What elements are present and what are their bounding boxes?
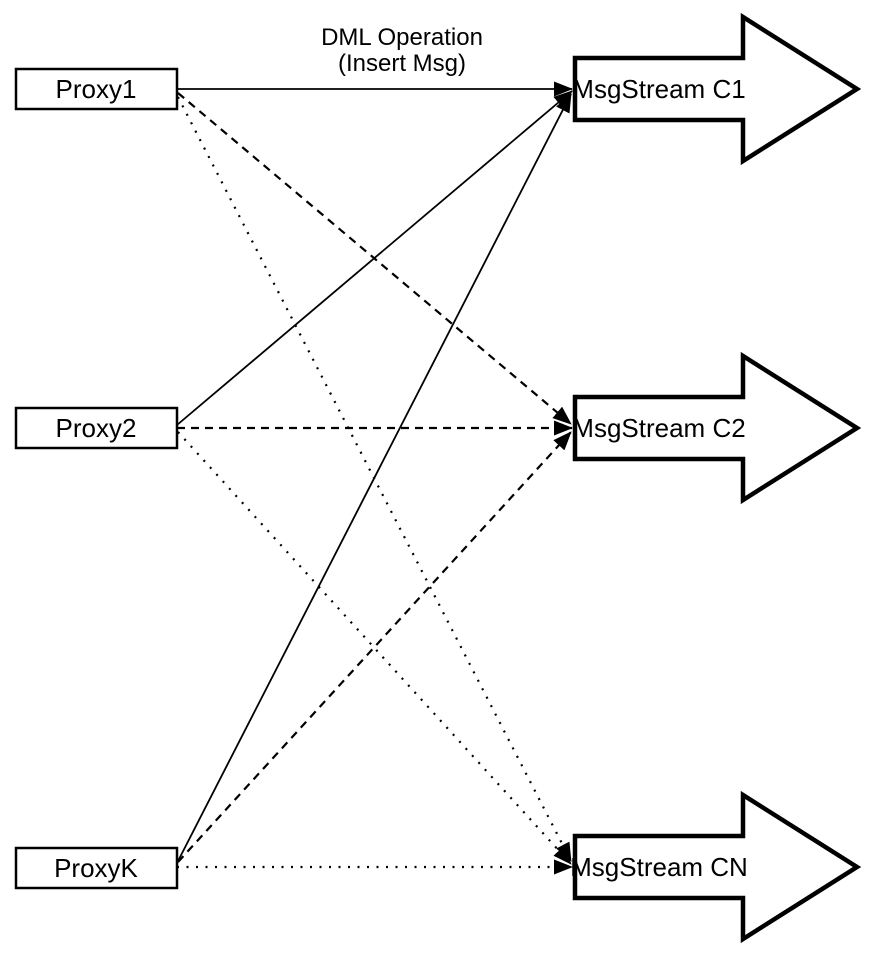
proxy-nodes-layer: Proxy1 Proxy2 ProxyK: [14, 67, 179, 890]
msgstream-cn-label: MsgStream CN: [570, 852, 748, 882]
proxy1-label: Proxy1: [56, 74, 137, 104]
msgstream-c2-arrow: [572, 351, 862, 505]
msgstream-cn-arrow: [572, 790, 862, 944]
edge-proxy1-msgstream-cn: [177, 96, 572, 862]
edge-annotation-line2: (Insert Msg): [338, 50, 466, 77]
proxyk-box: [14, 846, 179, 890]
edges-layer: [176, 81, 573, 875]
proxy2-label: Proxy2: [56, 413, 137, 443]
stream-nodes-layer: MsgStream C1 MsgStream C2 MsgStream CN: [570, 12, 862, 944]
proxy2-box: [14, 406, 179, 450]
msgstream-c2-label: MsgStream C2: [572, 413, 745, 443]
proxy1-box: [14, 67, 179, 111]
edge-proxy1-msgstream-c2: [177, 92, 572, 425]
proxyk-label: ProxyK: [54, 853, 138, 883]
msgstream-c1-label: MsgStream C1: [572, 74, 745, 104]
msgstream-c1-arrow: [572, 12, 862, 166]
edge-annotation-line1: DML Operation: [321, 24, 483, 51]
